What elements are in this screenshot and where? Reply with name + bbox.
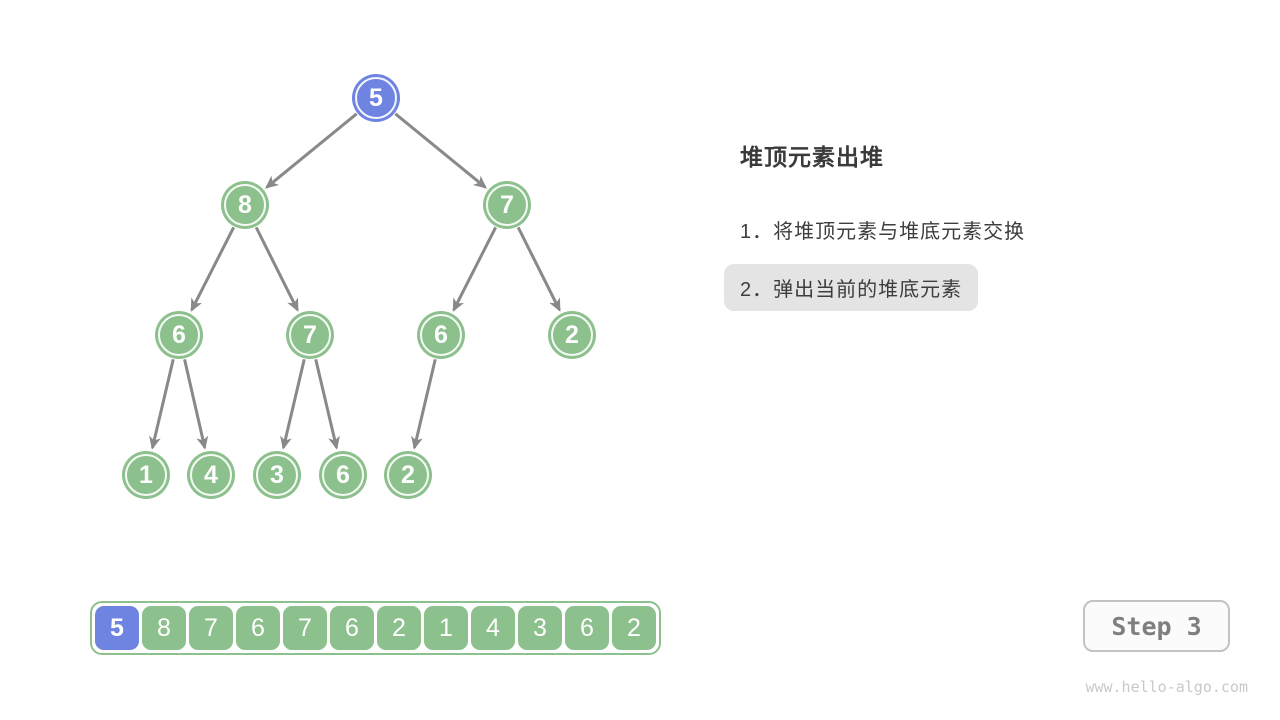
tree-edge xyxy=(411,358,437,450)
array-cell: 5 xyxy=(95,606,139,650)
tree-node: 6 xyxy=(319,451,367,499)
tree-node: 7 xyxy=(483,181,531,229)
array-cell: 2 xyxy=(612,606,656,650)
tree-edge xyxy=(149,358,175,450)
tree-edge xyxy=(280,358,306,450)
tree-node: 2 xyxy=(548,311,596,359)
array-cell: 1 xyxy=(424,606,468,650)
array-cell: 8 xyxy=(142,606,186,650)
tree-edges-layer xyxy=(149,112,561,450)
tree-node: 5 xyxy=(352,74,400,122)
watermark-url: www.hello-algo.com xyxy=(1085,678,1248,696)
array-cell: 6 xyxy=(565,606,609,650)
panel-title: 堆顶元素出堆 xyxy=(740,144,884,170)
tree-edge xyxy=(394,112,487,189)
tree-edge xyxy=(190,226,236,312)
array-cell: 6 xyxy=(236,606,280,650)
step-list-item: 2．弹出当前的堆底元素 xyxy=(724,264,979,311)
tree-node: 7 xyxy=(286,311,334,359)
tree-node: 4 xyxy=(187,451,235,499)
tree-node: 1 xyxy=(122,451,170,499)
tree-edge xyxy=(265,112,358,189)
tree-edge xyxy=(314,358,340,450)
array-cell: 7 xyxy=(283,606,327,650)
steps-list: 1．将堆顶元素与堆底元素交换 2．弹出当前的堆底元素 xyxy=(724,206,1144,311)
step-list-item: 1．将堆顶元素与堆底元素交换 xyxy=(740,221,1026,243)
tree-edge xyxy=(452,226,498,312)
tree-node: 2 xyxy=(384,451,432,499)
array-cell: 4 xyxy=(471,606,515,650)
tree-node: 3 xyxy=(253,451,301,499)
tree-node: 6 xyxy=(155,311,203,359)
array-cell: 2 xyxy=(377,606,421,650)
explanation-panel: 堆顶元素出堆 1．将堆顶元素与堆底元素交换 2．弹出当前的堆底元素 xyxy=(724,138,1144,311)
tree-node: 8 xyxy=(221,181,269,229)
array-cell: 6 xyxy=(330,606,374,650)
tree-edge xyxy=(254,226,299,312)
tree-edge xyxy=(183,359,209,450)
step-badge: Step 3 xyxy=(1083,600,1230,652)
tree-node: 6 xyxy=(417,311,465,359)
array-cell: 3 xyxy=(518,606,562,650)
tree-edge xyxy=(516,226,561,312)
array-cell: 7 xyxy=(189,606,233,650)
